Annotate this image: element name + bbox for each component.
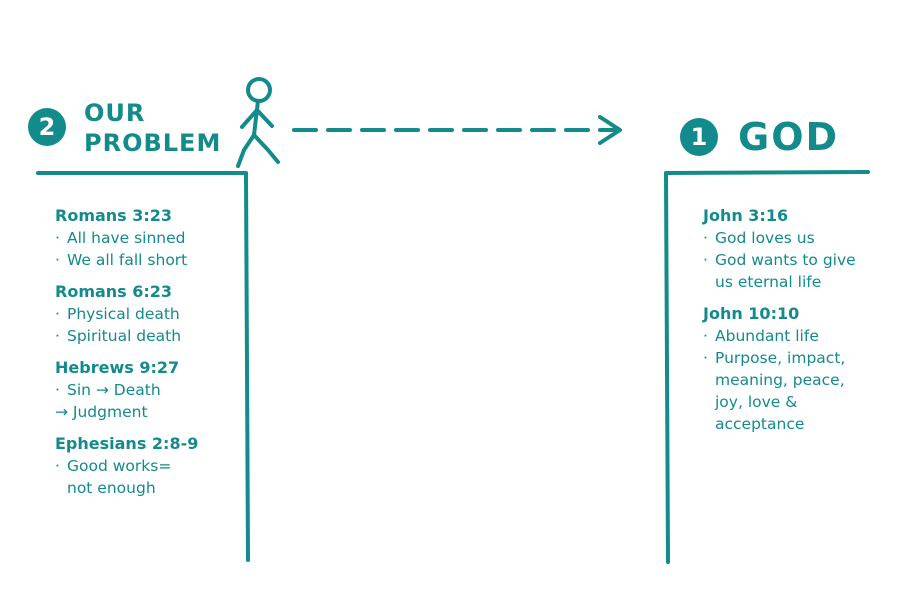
problem-verses: Romans 3:23 All have sinned We all fall … — [55, 205, 240, 509]
god-number-badge: 1 — [680, 118, 718, 156]
verse-point: We all fall short — [55, 249, 240, 271]
problem-number-badge: 2 — [28, 108, 66, 146]
verse-reference: Romans 6:23 — [55, 282, 173, 301]
verse-reference: Hebrews 9:27 — [55, 358, 180, 377]
verse-point: us eternal life — [715, 273, 822, 291]
verse-reference: Ephesians 2:8-9 — [55, 434, 199, 453]
verse-point: joy, love & — [715, 393, 798, 411]
verse-reference: John 3:16 — [703, 206, 789, 225]
verse-group: Hebrews 9:27 Sin → Death → Judgment — [55, 357, 240, 423]
verse-point: All have sinned — [55, 227, 240, 249]
dashed-arrow-icon — [292, 115, 622, 145]
right-cliff — [664, 170, 870, 564]
verse-point: God loves us — [703, 227, 883, 249]
verse-reference: Romans 3:23 — [55, 206, 173, 225]
verse-group: Ephesians 2:8-9 Good works= not enough — [55, 433, 240, 499]
verse-group: John 3:16 God loves us God wants to give… — [703, 205, 883, 293]
verse-group: John 10:10 Abundant life Purpose, impact… — [703, 303, 883, 435]
verse-point: acceptance — [715, 415, 805, 433]
problem-number: 2 — [38, 113, 56, 141]
verse-point: not enough — [67, 479, 156, 497]
verse-group: Romans 3:23 All have sinned We all fall … — [55, 205, 240, 271]
god-verses: John 3:16 God loves us God wants to give… — [703, 205, 883, 445]
verse-point: Sin → Death — [55, 379, 240, 401]
verse-point: Abundant life — [703, 325, 883, 347]
verse-point: Spiritual death — [55, 325, 240, 347]
verse-point: God wants to give — [703, 249, 883, 271]
verse-point: → Judgment — [55, 403, 148, 421]
verse-point: Good works= — [55, 455, 240, 477]
verse-point: meaning, peace, — [715, 371, 845, 389]
verse-point: Physical death — [55, 303, 240, 325]
problem-title-line2: PROBLEM — [84, 129, 222, 157]
problem-title-line1: OUR — [84, 99, 146, 127]
problem-title: OUR PROBLEM — [84, 98, 221, 158]
verse-group: Romans 6:23 Physical death Spiritual dea… — [55, 281, 240, 347]
verse-point: Purpose, impact, — [703, 347, 883, 369]
god-title: GOD — [738, 115, 840, 159]
god-number: 1 — [690, 123, 708, 151]
verse-reference: John 10:10 — [703, 304, 800, 323]
walking-person-icon — [236, 77, 280, 168]
left-cliff — [36, 171, 250, 562]
